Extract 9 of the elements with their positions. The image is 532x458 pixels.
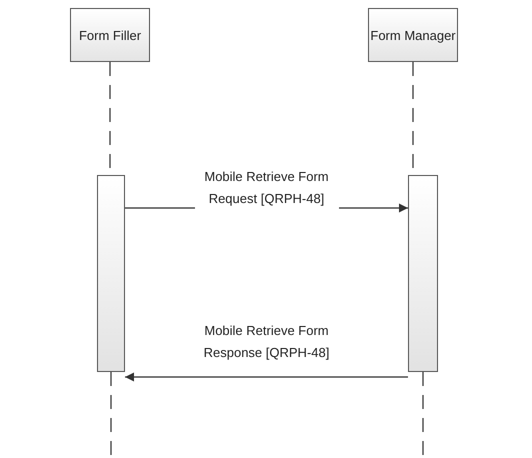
participant-name: Form Manager	[370, 28, 456, 42]
lifeline-header	[70, 8, 150, 62]
message-arrow	[125, 372, 408, 382]
activation-bar	[408, 175, 438, 372]
lifeline-header	[368, 8, 458, 62]
lifeline	[110, 372, 112, 458]
activation-bar	[97, 175, 125, 372]
participant-name: Form Filler	[78, 28, 142, 42]
lifeline	[422, 372, 424, 458]
